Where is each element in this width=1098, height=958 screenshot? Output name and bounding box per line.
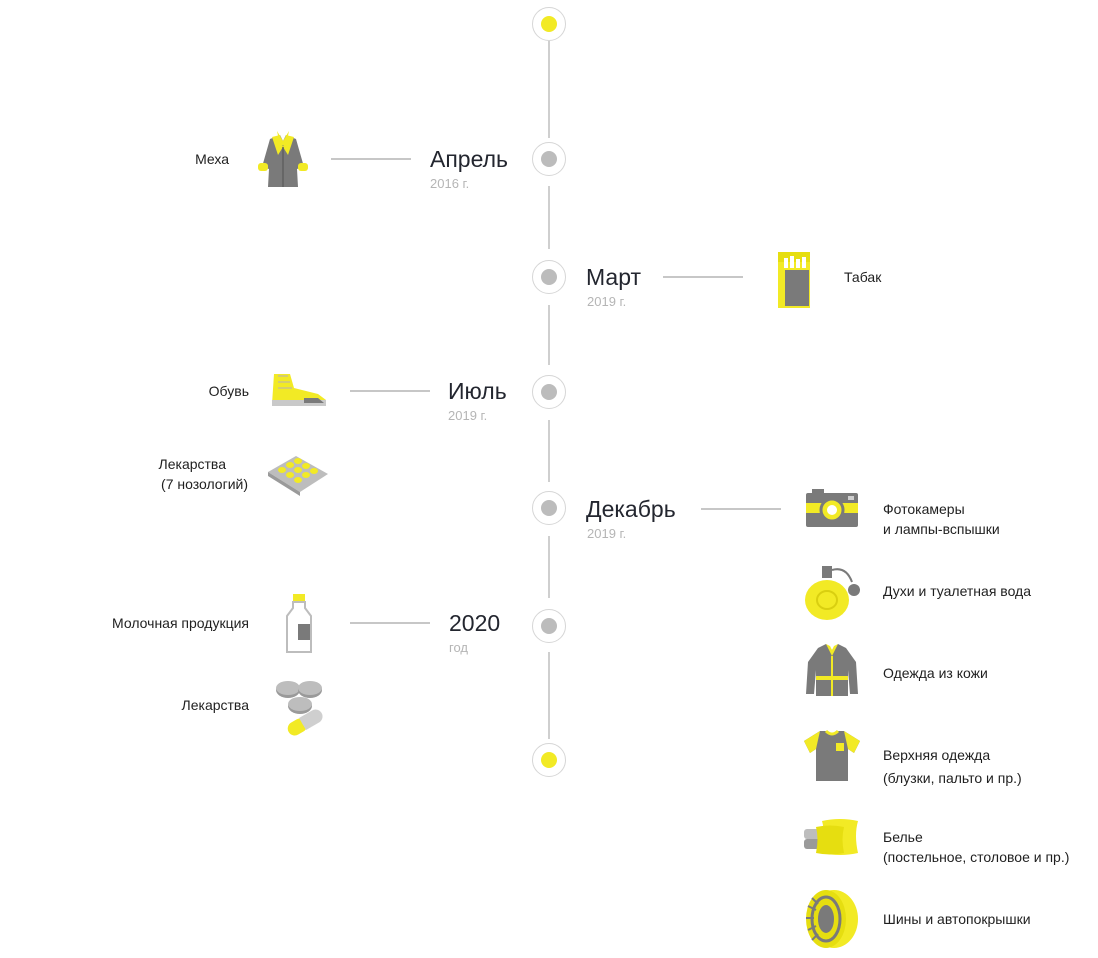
item-label-outer-line2: (блузки, пальто и пр.): [883, 770, 1022, 786]
event-month: Апрель: [430, 146, 509, 172]
event-month: Март: [586, 264, 642, 290]
item-label-outer-line1: Верхняя одежда: [883, 747, 991, 763]
item-label-tobacco: Табак: [844, 269, 882, 285]
event-month: Июль: [448, 378, 507, 404]
timeline-node-2020: [532, 609, 566, 643]
linen-pillows-icon: [802, 815, 862, 861]
timeline-segment: [548, 186, 550, 249]
connector-line: [331, 158, 411, 160]
connector-line: [663, 276, 743, 278]
event-year: 2019 г.: [448, 408, 488, 423]
timeline-node-july-2019: [532, 375, 566, 409]
leather-jacket-icon: [804, 642, 860, 698]
item-label-perfume: Духи и туалетная вода: [883, 583, 1032, 599]
timeline-node-april-2016: [532, 142, 566, 176]
item-label-camera-line1: Фотокамеры: [883, 501, 965, 517]
camera-icon: [804, 487, 860, 529]
item-label-meds2: Лекарства: [181, 697, 249, 713]
event-year: 2019 г.: [587, 526, 627, 541]
item-label-milk: Молочная продукция: [112, 615, 249, 631]
connector-line: [350, 390, 430, 392]
cigarette-pack-icon: [772, 248, 816, 310]
milk-bottle-icon: [284, 592, 314, 654]
timeline-segment: [548, 536, 550, 598]
event-month: Декабрь: [586, 496, 676, 522]
event-year: год: [449, 640, 468, 655]
event-month: 2020: [449, 610, 501, 636]
item-label-tires: Шины и автопокрышки: [883, 911, 1031, 927]
timeline-node-march-2019: [532, 260, 566, 294]
tire-icon: [802, 888, 862, 950]
item-label-linen-line1: Белье: [883, 829, 923, 845]
event-year: 2019 г.: [587, 294, 627, 309]
connector-line: [350, 622, 430, 624]
timeline-segment: [548, 420, 550, 482]
pill-blister-icon: [266, 454, 330, 498]
timeline-start-node: [532, 7, 566, 41]
item-label-linen-line2: (постельное, столовое и пр.): [883, 849, 1070, 865]
item-label-camera-line2: и лампы-вспышки: [883, 521, 1000, 537]
connector-line: [701, 508, 781, 510]
item-label-leather: Одежда из кожи: [883, 665, 988, 681]
perfume-bottle-icon: [802, 560, 866, 622]
t-shirt-icon: [802, 727, 862, 783]
pills-capsule-icon: [272, 678, 332, 738]
fur-coat-icon: [250, 127, 316, 191]
timeline-segment: [548, 41, 550, 138]
item-label-fur: Меха: [195, 151, 229, 167]
timeline-segment: [548, 305, 550, 365]
sneaker-icon: [268, 370, 330, 410]
timeline-segment: [548, 652, 550, 739]
item-label-meds-line1: Лекарства: [158, 456, 226, 472]
timeline-node-december-2019: [532, 491, 566, 525]
timeline-end-node: [532, 743, 566, 777]
event-year: 2016 г.: [430, 176, 470, 191]
item-label-shoes: Обувь: [208, 383, 249, 399]
item-label-meds-line2: (7 нозологий): [161, 476, 248, 492]
